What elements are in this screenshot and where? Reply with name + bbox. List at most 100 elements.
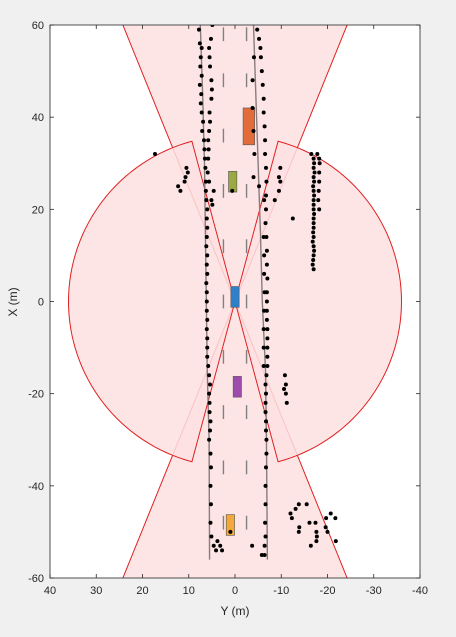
detection-point (272, 198, 277, 203)
detection-point (259, 552, 264, 557)
detection-point (311, 230, 316, 235)
detection-point (311, 207, 316, 212)
detection-point (296, 529, 301, 534)
detection-point (310, 262, 315, 267)
detection-point (261, 345, 266, 350)
detection-point (183, 175, 188, 180)
detection-point (230, 188, 235, 193)
detection-point (207, 55, 212, 60)
detection-point (205, 170, 210, 175)
x-tick-label: 30 (90, 585, 102, 597)
detection-point (261, 364, 266, 369)
detection-point (208, 520, 213, 525)
detection-point (204, 290, 209, 295)
detection-point (208, 483, 213, 488)
detection-point (210, 25, 215, 27)
x-tick-label: 0 (232, 585, 238, 597)
detection-point (209, 534, 214, 539)
detection-point (312, 193, 317, 198)
detection-point (264, 248, 269, 253)
detection-point (218, 543, 223, 548)
detection-point (293, 506, 298, 511)
coverage-short-range-right (234, 140, 403, 463)
detection-point (205, 225, 210, 230)
detection-point (311, 198, 316, 203)
detection-point (263, 428, 268, 433)
detection-point (208, 419, 213, 424)
detection-point (264, 451, 269, 456)
detection-point (204, 281, 209, 286)
detection-point (209, 198, 214, 203)
detection-point (251, 128, 256, 133)
coverage-long-range-rear (122, 300, 348, 578)
detection-point (199, 46, 204, 51)
y-tick-label: 20 (32, 204, 44, 216)
detection-point (204, 299, 209, 304)
detection-point (201, 119, 206, 124)
detection-point (264, 373, 269, 378)
detection-point (315, 152, 320, 157)
detection-point (276, 188, 281, 193)
detection-point (325, 529, 330, 534)
detection-point (263, 193, 268, 198)
y-tick-label: 0 (38, 297, 44, 309)
detection-point (289, 516, 294, 521)
detection-point (265, 327, 270, 332)
detection-point (265, 336, 270, 341)
detection-point (250, 543, 255, 548)
detection-point (261, 327, 266, 332)
y-tick-label: -40 (28, 481, 44, 493)
detection-point (198, 64, 203, 69)
detection-point (261, 234, 266, 239)
detection-point (263, 410, 268, 415)
detection-point (312, 248, 317, 253)
detection-point (207, 373, 212, 378)
detection-point (314, 539, 319, 544)
detection-point (262, 124, 267, 129)
detection-point (211, 188, 216, 193)
vehicle-car-green (228, 171, 238, 193)
detection-point (208, 502, 213, 507)
detection-point (262, 271, 267, 276)
detection-point (261, 96, 266, 101)
detection-point (313, 520, 318, 525)
road-right-edge (252, 25, 269, 560)
coverage-areas (67, 25, 403, 578)
detection-point (333, 539, 338, 544)
vehicle-car-yellow (225, 514, 235, 536)
detection-point (208, 36, 213, 41)
detection-point (311, 156, 316, 161)
detection-point (262, 253, 267, 258)
detection-point (198, 55, 203, 60)
vehicle-car-purple (232, 376, 242, 398)
detection-point (178, 188, 183, 193)
detection-point (311, 165, 316, 170)
detection-point (304, 502, 309, 507)
detection-point (283, 382, 288, 387)
x-tick-label: 20 (136, 585, 148, 597)
detection-point (263, 221, 268, 226)
detection-point (204, 244, 209, 249)
detection-point (278, 179, 283, 184)
detection-point (205, 207, 210, 212)
detection-point (263, 534, 268, 539)
detection-point (203, 165, 208, 170)
x-tick-label: -20 (320, 585, 336, 597)
detection-point (311, 221, 316, 226)
detection-point (199, 73, 204, 78)
detection-point (207, 128, 212, 133)
detection-point (202, 138, 207, 143)
detection-point (317, 179, 322, 184)
detection-point (311, 234, 316, 239)
detection-point (317, 170, 322, 175)
detection-point (250, 78, 255, 83)
y-tick-label: -60 (28, 573, 44, 585)
x-tick-label: 10 (183, 585, 195, 597)
detection-point (263, 138, 268, 143)
x-tick-label: -40 (412, 585, 428, 597)
detection-point (276, 175, 281, 180)
detection-point (311, 244, 316, 249)
detection-point (199, 110, 204, 115)
